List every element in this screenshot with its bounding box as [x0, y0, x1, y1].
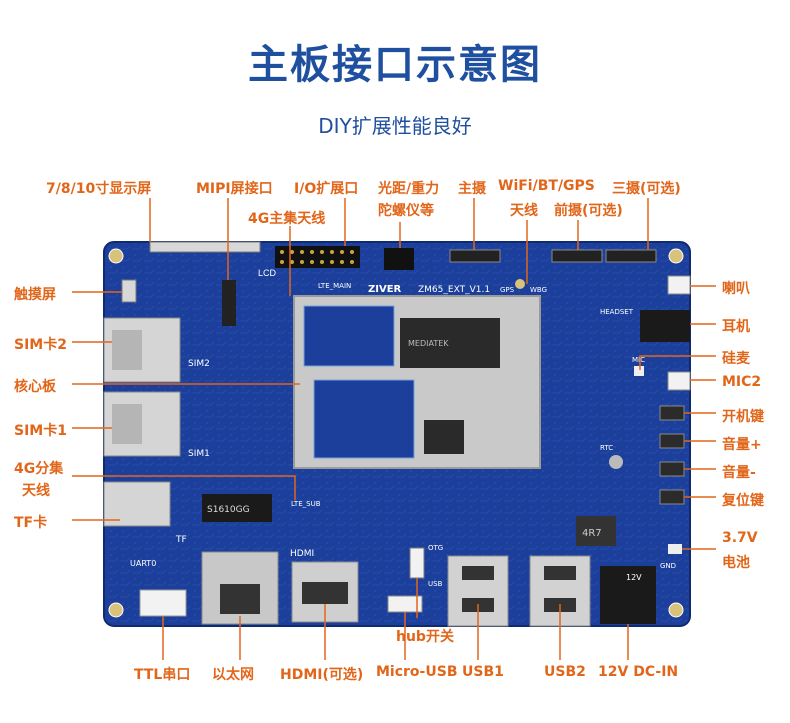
label-touch: 触摸屏	[14, 287, 56, 303]
label-usb1: USB1	[462, 664, 504, 680]
label-dc-in: 12V DC-IN	[598, 664, 679, 680]
label-main-cam: 主摄	[458, 181, 486, 197]
s1610-chip	[202, 494, 272, 522]
board-gnd-text: GND	[660, 562, 676, 570]
board-hdmi-text: HDMI	[290, 549, 314, 559]
board-uart-text: UART0	[130, 559, 156, 568]
label-usb2: USB2	[544, 664, 586, 680]
board-rtc-text: RTC	[600, 444, 613, 452]
label-mic2: MIC2	[722, 374, 762, 390]
board-wbg-text: WBG	[530, 286, 547, 294]
board-sim1-text: SIM1	[188, 449, 210, 459]
board-cap-text: 4R7	[582, 528, 602, 539]
label-third-cam: 三摄(可选)	[612, 181, 681, 197]
board-brand-text: ZIVER	[368, 284, 402, 295]
dc-jack	[600, 566, 656, 624]
ttl-uart-connector	[139, 589, 187, 617]
label-volume-down: 音量-	[722, 465, 756, 481]
label-io: I/O扩展口	[294, 181, 359, 197]
lcd-connector	[149, 241, 261, 253]
label-volume-up: 音量+	[722, 437, 762, 453]
board-usb-text: USB	[428, 580, 443, 588]
board-headset-text: HEADSET	[600, 308, 634, 316]
mount-hole	[108, 248, 124, 264]
label-sensor-line2: 陀螺仪等	[378, 203, 434, 219]
board-lte-sub-text: LTE_SUB	[291, 500, 321, 508]
headset-jack	[640, 310, 690, 342]
label-tf: TF卡	[14, 515, 48, 531]
front-cam-connector	[551, 249, 603, 263]
label-sensor-line1: 光距/重力	[378, 181, 440, 197]
rtc-battery	[609, 455, 623, 469]
label-sim2: SIM卡2	[14, 337, 67, 353]
label-ethernet: 以太网	[212, 667, 254, 683]
speaker-connector	[667, 275, 691, 295]
label-4g-div-line1: 4G分集	[14, 461, 64, 477]
board-mic-text: MIC	[632, 356, 645, 364]
inductor	[576, 516, 616, 546]
mount-hole	[668, 602, 684, 618]
board-dc-text: 12V	[626, 573, 642, 582]
mipi-connector	[222, 280, 236, 326]
core-board-pcb-bottom	[313, 379, 415, 459]
board-sim2-text: SIM2	[188, 359, 210, 369]
board-model-text: ZM65_EXT_V1.1	[418, 285, 490, 295]
io-header	[275, 246, 360, 268]
mic2-connector	[667, 371, 691, 391]
label-4g-main-antenna: 4G主集天线	[248, 211, 326, 227]
soc-chip	[400, 318, 500, 368]
label-ttl: TTL串口	[134, 667, 191, 683]
label-hdmi: HDMI(可选)	[280, 667, 364, 683]
memory-chip	[424, 420, 464, 454]
volume-up-button	[659, 433, 685, 449]
battery-connector	[668, 544, 682, 554]
label-micro-usb: Micro-USB	[376, 664, 458, 680]
board-tf-text: TF	[175, 535, 187, 545]
main-cam-connector	[449, 249, 501, 263]
board-gps-text: GPS	[500, 286, 515, 294]
label-hub-switch: hub开关	[396, 629, 454, 645]
reset-button	[659, 489, 685, 505]
page-subtitle: DIY扩展性能良好	[318, 114, 472, 138]
label-battery-line1: 3.7V	[722, 530, 758, 546]
board-chip1-text: S1610GG	[207, 505, 250, 515]
label-core: 核心板	[14, 379, 56, 395]
mic-pad	[634, 366, 644, 376]
label-reset: 复位键	[722, 493, 764, 509]
touch-connector	[121, 279, 137, 303]
wifi-antenna-pad	[515, 279, 525, 289]
core-board-pcb-left	[303, 305, 395, 367]
third-cam-connector	[605, 249, 657, 263]
page-title: 主板接口示意图	[248, 42, 542, 88]
board-lcd-text: LCD	[258, 268, 277, 278]
label-sim1: SIM卡1	[14, 423, 67, 439]
label-speaker: 喇叭	[722, 281, 750, 297]
label-wifi-line2: 天线	[510, 203, 538, 219]
label-lcd: 7/8/10寸显示屏	[46, 181, 152, 197]
mount-hole	[108, 602, 124, 618]
label-mic: 硅麦	[722, 351, 750, 367]
mount-hole	[668, 248, 684, 264]
label-wifi-line1: WiFi/BT/GPS	[498, 178, 595, 194]
board-soc-text: MEDIATEK	[408, 339, 449, 348]
label-4g-div-line2: 天线	[22, 483, 50, 499]
board-lte-main-text: LTE_MAIN	[318, 282, 351, 290]
power-button	[659, 405, 685, 421]
label-front-cam: 前摄(可选)	[554, 203, 623, 219]
label-battery-line2: 电池	[722, 555, 750, 571]
board-otg-text: OTG	[428, 544, 443, 552]
sensor-chip	[384, 248, 414, 270]
volume-down-button	[659, 461, 685, 477]
label-earphone: 耳机	[722, 319, 750, 335]
tf-slot	[103, 481, 171, 527]
label-mipi: MIPI屏接口	[196, 181, 273, 197]
label-power: 开机键	[722, 409, 764, 425]
hub-switch	[409, 547, 425, 579]
